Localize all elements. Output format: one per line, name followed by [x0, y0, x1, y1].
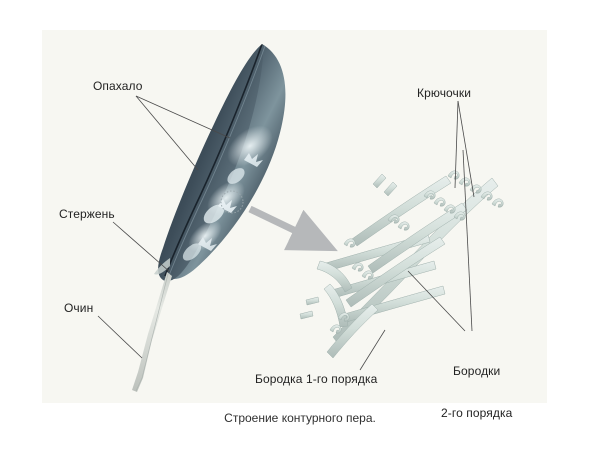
- barb-lower-left: [326, 303, 379, 359]
- label-vane: Опахало: [93, 79, 143, 93]
- leader-hooklets-2: [457, 100, 475, 198]
- barbule-spurs: [299, 173, 398, 320]
- label-barbules-line2: 2-го порядка: [441, 406, 513, 420]
- feather-shaft-base-tuft: [154, 258, 170, 275]
- magnify-spot-circle: [220, 190, 244, 214]
- feather-shaft: [132, 272, 172, 392]
- leader-calamus: [97, 315, 143, 359]
- leader-barbules-2: [407, 270, 466, 332]
- label-barb: Бородка 1-го порядка: [255, 372, 378, 386]
- leader-vane-1: [135, 95, 231, 139]
- figure-caption: Строение контурного пера.: [224, 411, 376, 425]
- leader-hooklets-1: [454, 100, 459, 189]
- leader-vane-2: [135, 95, 199, 171]
- label-barbules: Бородки 2-го порядка: [441, 336, 512, 448]
- feather-illustration: [132, 44, 286, 392]
- label-barbules-line1: Бородки: [453, 364, 501, 378]
- barbule-b3: [345, 236, 446, 308]
- label-rachis: Стержень: [59, 207, 115, 221]
- barbule-left-branch: [316, 260, 353, 293]
- leader-lines: [97, 95, 475, 371]
- barbule-b2: [367, 202, 468, 274]
- leader-rachis: [112, 221, 171, 273]
- magnify-arrow: [248, 205, 338, 252]
- hooklets-group: [329, 170, 504, 334]
- leader-barb: [359, 329, 386, 371]
- label-hooklets: Крючочки: [417, 86, 472, 100]
- label-calamus: Очин: [64, 301, 94, 315]
- leader-barbules-1: [462, 149, 473, 332]
- feather-texture: [164, 44, 273, 279]
- barbule-diagram: [299, 170, 504, 359]
- feather-vane-left: [158, 45, 263, 282]
